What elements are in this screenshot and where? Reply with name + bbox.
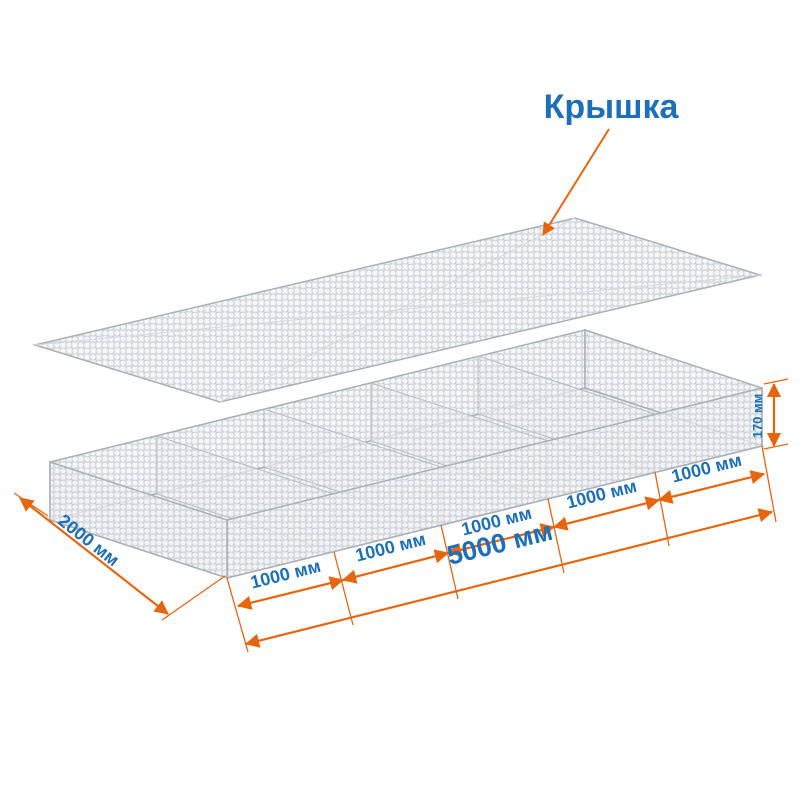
extension-line (13, 492, 49, 517)
dimension-height: 170 мм (750, 382, 782, 448)
extension-line (763, 378, 789, 385)
mattress-box (47, 328, 765, 580)
total-length-dimension-arrow (244, 508, 774, 648)
extension-line (226, 577, 249, 653)
extension-line (654, 471, 670, 547)
height-dimension-label: 170 мм (750, 394, 765, 439)
lid-label: Крышка (544, 88, 680, 126)
extension-line (763, 443, 789, 450)
extension-line (761, 445, 777, 523)
extension-line (333, 551, 354, 626)
width-dimension-arrow (19, 497, 169, 615)
lid-leader-line (542, 128, 610, 236)
lid-panel (32, 217, 763, 403)
lid-crease-line (219, 217, 576, 403)
segment-dimension-arrow (657, 470, 766, 504)
extension-line (161, 575, 226, 621)
